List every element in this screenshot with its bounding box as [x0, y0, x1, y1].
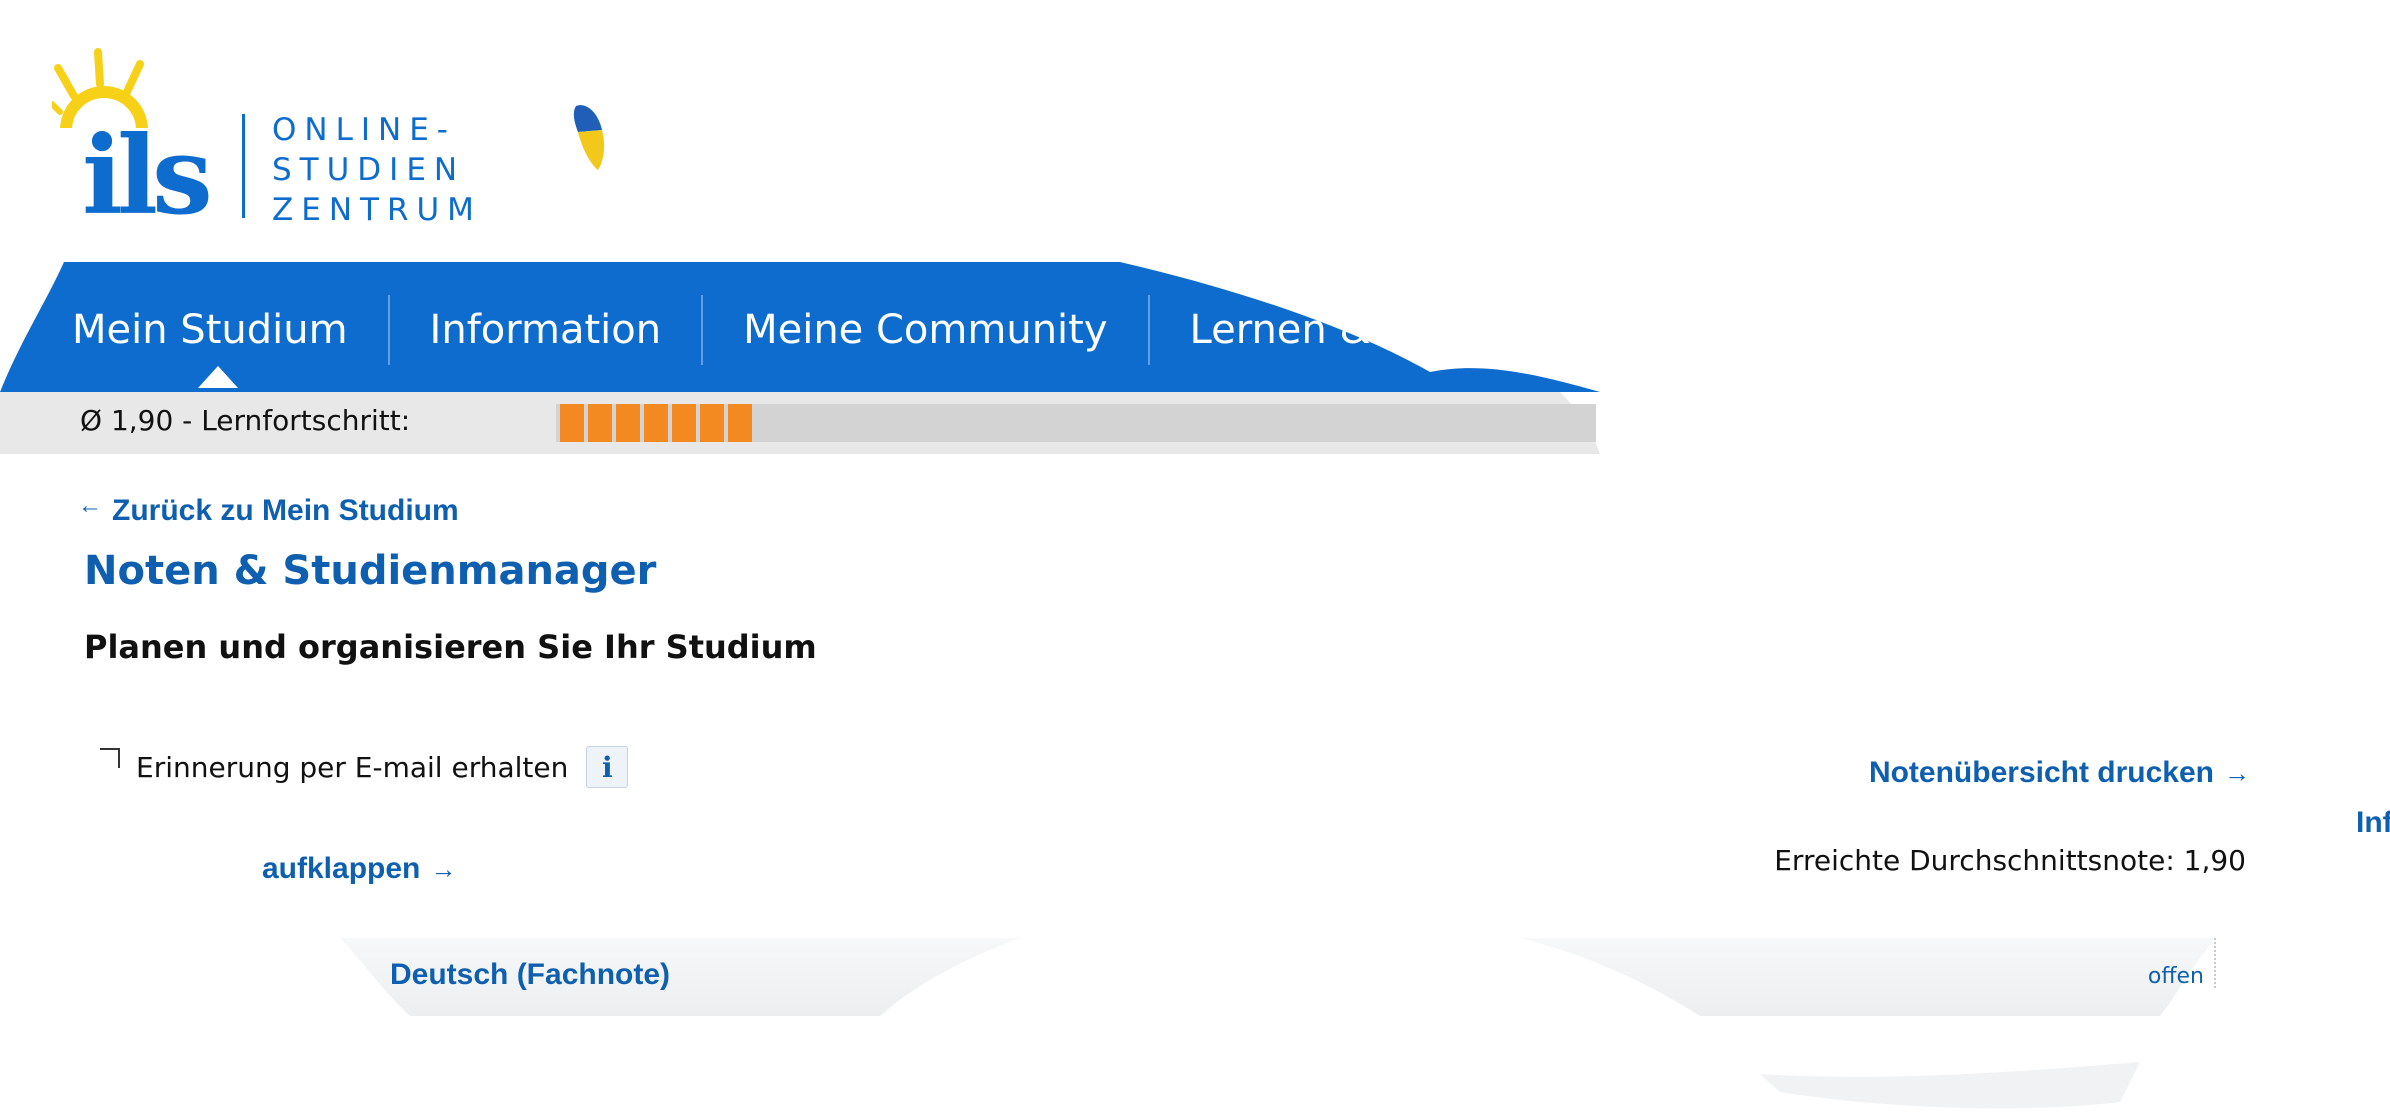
ukraine-heart-icon — [573, 105, 605, 170]
logo-letters: ils — [82, 113, 213, 239]
back-link-label: Zurück zu Mein Studium — [112, 494, 459, 527]
page-subtitle: Planen und organisieren Sie Ihr Studium — [84, 628, 817, 666]
subject-status: offen — [2147, 964, 2204, 989]
ils-logo[interactable]: ils ONLINE- STUDIEN ZENTRUM — [52, 48, 474, 239]
sun-logo-icon — [52, 48, 148, 128]
main-navigation — [0, 262, 1600, 392]
email-reminder-checkbox[interactable] — [100, 748, 120, 768]
logo-line: STUDIEN — [272, 152, 466, 188]
nav-item-label: Mein Studium — [72, 307, 348, 353]
decorative-shadow — [1760, 1062, 2140, 1109]
progress-segment — [560, 404, 584, 442]
arrow-right-icon: → — [430, 854, 457, 884]
active-nav-marker — [198, 366, 238, 388]
expand-link-label: aufklappen — [262, 852, 421, 885]
nav-item-meine-community[interactable]: Meine Community — [703, 294, 1147, 366]
logo-line: ONLINE- — [272, 112, 456, 148]
nav-separator — [1147, 295, 1150, 365]
nav-item-lernen-karriere[interactable]: Lernen & Karri — [1150, 294, 1517, 366]
logo-text: ONLINE- STUDIEN ZENTRUM — [272, 110, 482, 230]
nav-item-label: Meine Community — [743, 307, 1108, 353]
card-border — [2214, 938, 2216, 988]
page-title: Noten & Studienmanager — [84, 548, 657, 594]
progress-segment — [616, 404, 640, 442]
nav-separator — [387, 295, 390, 365]
nav-item-label: Information — [429, 307, 662, 353]
nav-item-mein-studium[interactable]: Mein Studium — [46, 294, 388, 366]
navbar-background — [0, 262, 1600, 392]
print-grades-link[interactable]: Notenübersicht drucken → — [1869, 756, 2250, 790]
progress-segment — [728, 404, 752, 442]
progress-segment — [700, 404, 724, 442]
logo-line: ZENTRUM — [272, 192, 482, 228]
subject-card-background — [340, 938, 2216, 1016]
arrow-left-icon: ← — [78, 492, 102, 519]
arrow-right-icon: → — [2224, 758, 2250, 788]
email-reminder-label: Erinnerung per E-mail erhalten — [136, 750, 569, 784]
nav-menu: Mein Studium Information Meine Community… — [46, 294, 1517, 366]
subject-name[interactable]: Deutsch (Fachnote) — [390, 958, 671, 991]
progress-segment — [672, 404, 696, 442]
nav-item-label: Lernen & Karri — [1189, 307, 1477, 353]
edge-link-fragment[interactable]: Inf — [2356, 806, 2390, 839]
print-link-label: Notenübersicht drucken — [1868, 756, 2214, 789]
progress-segment — [644, 404, 668, 442]
nav-item-information[interactable]: Information — [390, 294, 702, 366]
nav-separator — [701, 295, 704, 365]
back-link[interactable]: ← Zurück zu Mein Studium — [78, 492, 459, 528]
subject-card[interactable] — [200, 938, 2216, 1016]
progress-label: Ø 1,90 - Lernfortschritt: — [80, 404, 411, 437]
average-grade: Erreichte Durchschnittsnote: 1,90 — [1774, 844, 2246, 877]
info-button[interactable]: i — [586, 746, 629, 788]
logo-divider — [242, 114, 245, 218]
expand-all-link[interactable]: aufklappen → — [262, 852, 456, 886]
email-reminder-row: Erinnerung per E-mail erhalten i — [100, 746, 629, 788]
progress-segment — [588, 404, 612, 442]
